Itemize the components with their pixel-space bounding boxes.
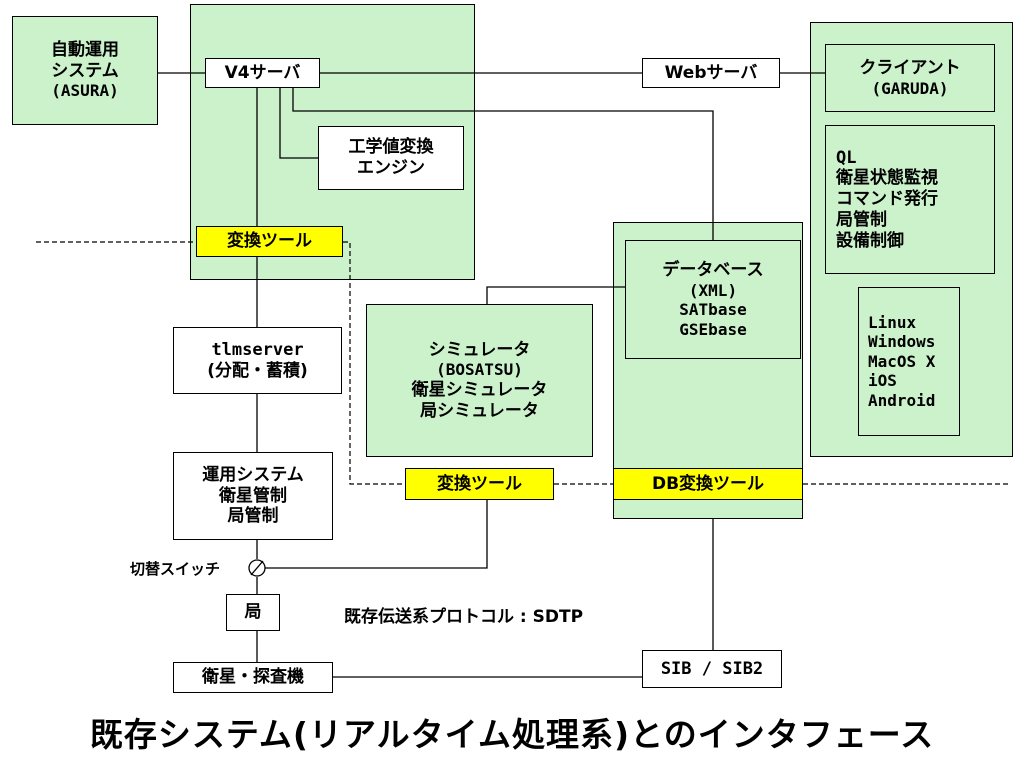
database-line3: SATbase: [679, 300, 747, 320]
platform-windows: Windows: [868, 332, 936, 352]
diagram-caption: 既存システム(リアルタイム処理系)とのインタフェース: [89, 715, 935, 754]
asura-system: 自動運用 システム (ASURA): [12, 16, 158, 125]
web-server: Webサーバ: [642, 58, 780, 88]
convert-tool-left-label: 変換ツール: [227, 231, 312, 252]
platform-android: Android: [868, 390, 936, 410]
database: データベース (XML) SATbase GSEbase: [625, 240, 801, 359]
v4-server: V4サーバ: [205, 58, 320, 88]
convert-tool-mid: 変換ツール: [405, 468, 554, 500]
database-line2: (XML): [688, 280, 738, 300]
convert-tool-left: 変換ツール: [196, 226, 343, 257]
tlm-server: tlmserver (分配・蓄積): [173, 327, 342, 394]
web-server-label: Webサーバ: [664, 62, 758, 83]
simulator-line1: シミュレータ: [428, 339, 531, 360]
database-line4: GSEbase: [679, 319, 747, 339]
engine-line1: 工学値変換: [348, 137, 434, 158]
station-label: 局: [244, 602, 262, 623]
asura-line1: 自動運用: [51, 40, 119, 60]
satellite-label: 衛星・探査機: [202, 667, 304, 688]
asura-line2: システム: [51, 60, 119, 81]
switch-icon: [248, 559, 266, 577]
feature-command: コマンド発行: [836, 189, 938, 210]
feature-station-control: 局管制: [836, 209, 887, 230]
asura-line3: (ASURA): [51, 81, 119, 101]
client-line1: クライアント: [859, 57, 961, 78]
simulator-line4: 局シミュレータ: [420, 400, 539, 421]
feature-monitor: 衛星状態監視: [836, 168, 938, 189]
sib: SIB / SIB2: [642, 650, 782, 688]
feature-equipment-control: 設備制御: [836, 230, 904, 251]
tlm-server-line1: tlmserver: [211, 339, 304, 360]
satellite: 衛星・探査機: [173, 662, 333, 693]
database-line1: データベース: [662, 259, 764, 280]
ops-system-line2: 衛星管制: [219, 485, 287, 506]
platforms: Linux Windows MacOS X iOS Android: [858, 287, 960, 436]
db-convert-tool-label: DB変換ツール: [651, 473, 765, 494]
simulator-line2: (BOSATSU): [436, 360, 523, 380]
simulator-line3: 衛星シミュレータ: [411, 379, 548, 400]
protocol-label: 既存伝送系プロトコル : SDTP: [344, 607, 584, 627]
feature-ql: QL: [836, 147, 857, 168]
switch-label: 切替スイッチ: [130, 560, 221, 578]
engine: 工学値変換 エンジン: [318, 126, 464, 190]
ops-system: 運用システム 衛星管制 局管制: [173, 452, 333, 540]
client: クライアント (GARUDA): [825, 44, 995, 112]
platform-macos: MacOS X: [868, 351, 936, 371]
station: 局: [226, 594, 280, 631]
ops-system-line3: 局管制: [227, 506, 279, 527]
simulator: シミュレータ (BOSATSU) 衛星シミュレータ 局シミュレータ: [366, 304, 593, 457]
tlm-server-line2: (分配・蓄積): [207, 360, 308, 381]
ops-system-line1: 運用システム: [202, 464, 304, 485]
convert-tool-mid-label: 変換ツール: [437, 473, 522, 494]
platform-ios: iOS: [868, 371, 897, 391]
sib-label: SIB / SIB2: [660, 658, 764, 679]
platform-linux: Linux: [868, 312, 917, 332]
db-convert-tool: DB変換ツール: [613, 468, 803, 500]
client-features: QL 衛星状態監視 コマンド発行 局管制 設備制御: [825, 125, 995, 274]
client-line2: (GARUDA): [871, 78, 949, 98]
engine-line2: エンジン: [357, 158, 425, 178]
v4-server-label: V4サーバ: [224, 62, 301, 83]
